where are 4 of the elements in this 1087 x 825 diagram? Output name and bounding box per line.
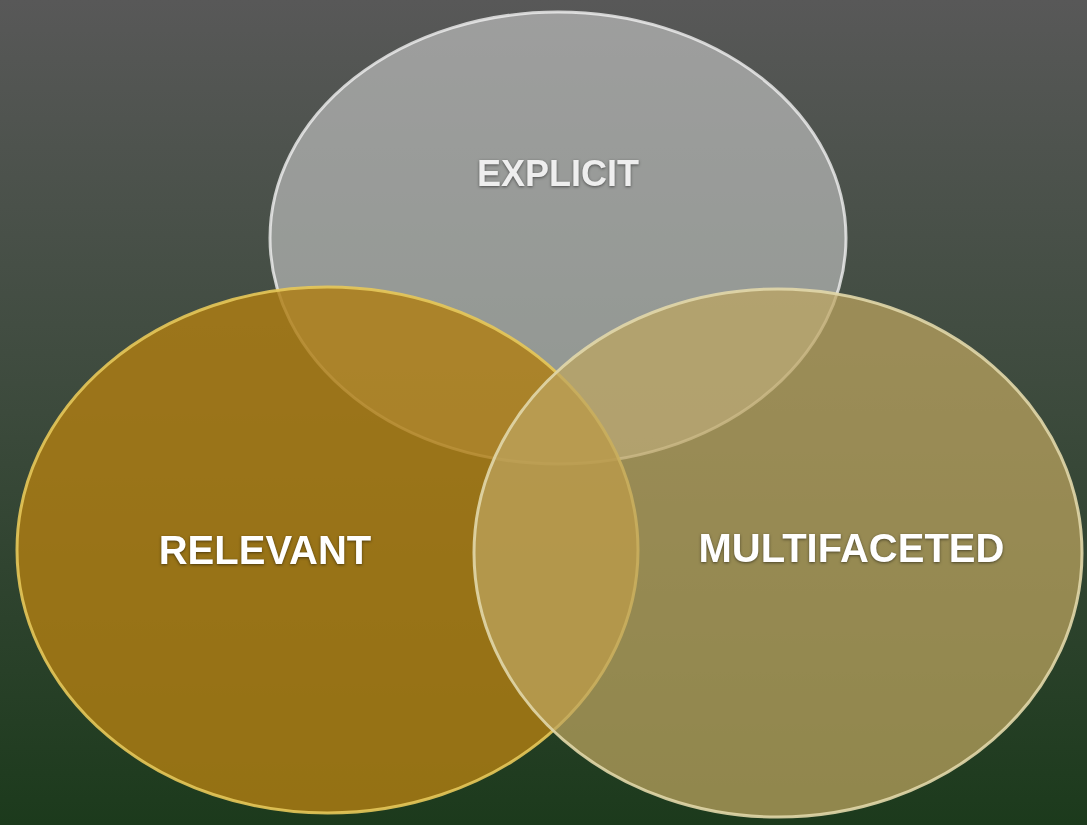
venn-circle: [472, 287, 1084, 819]
circle-label: EXPLICIT: [477, 153, 639, 196]
circle-label: MULTIFACETED: [698, 525, 1005, 571]
circle-label: RELEVANT: [158, 527, 372, 573]
